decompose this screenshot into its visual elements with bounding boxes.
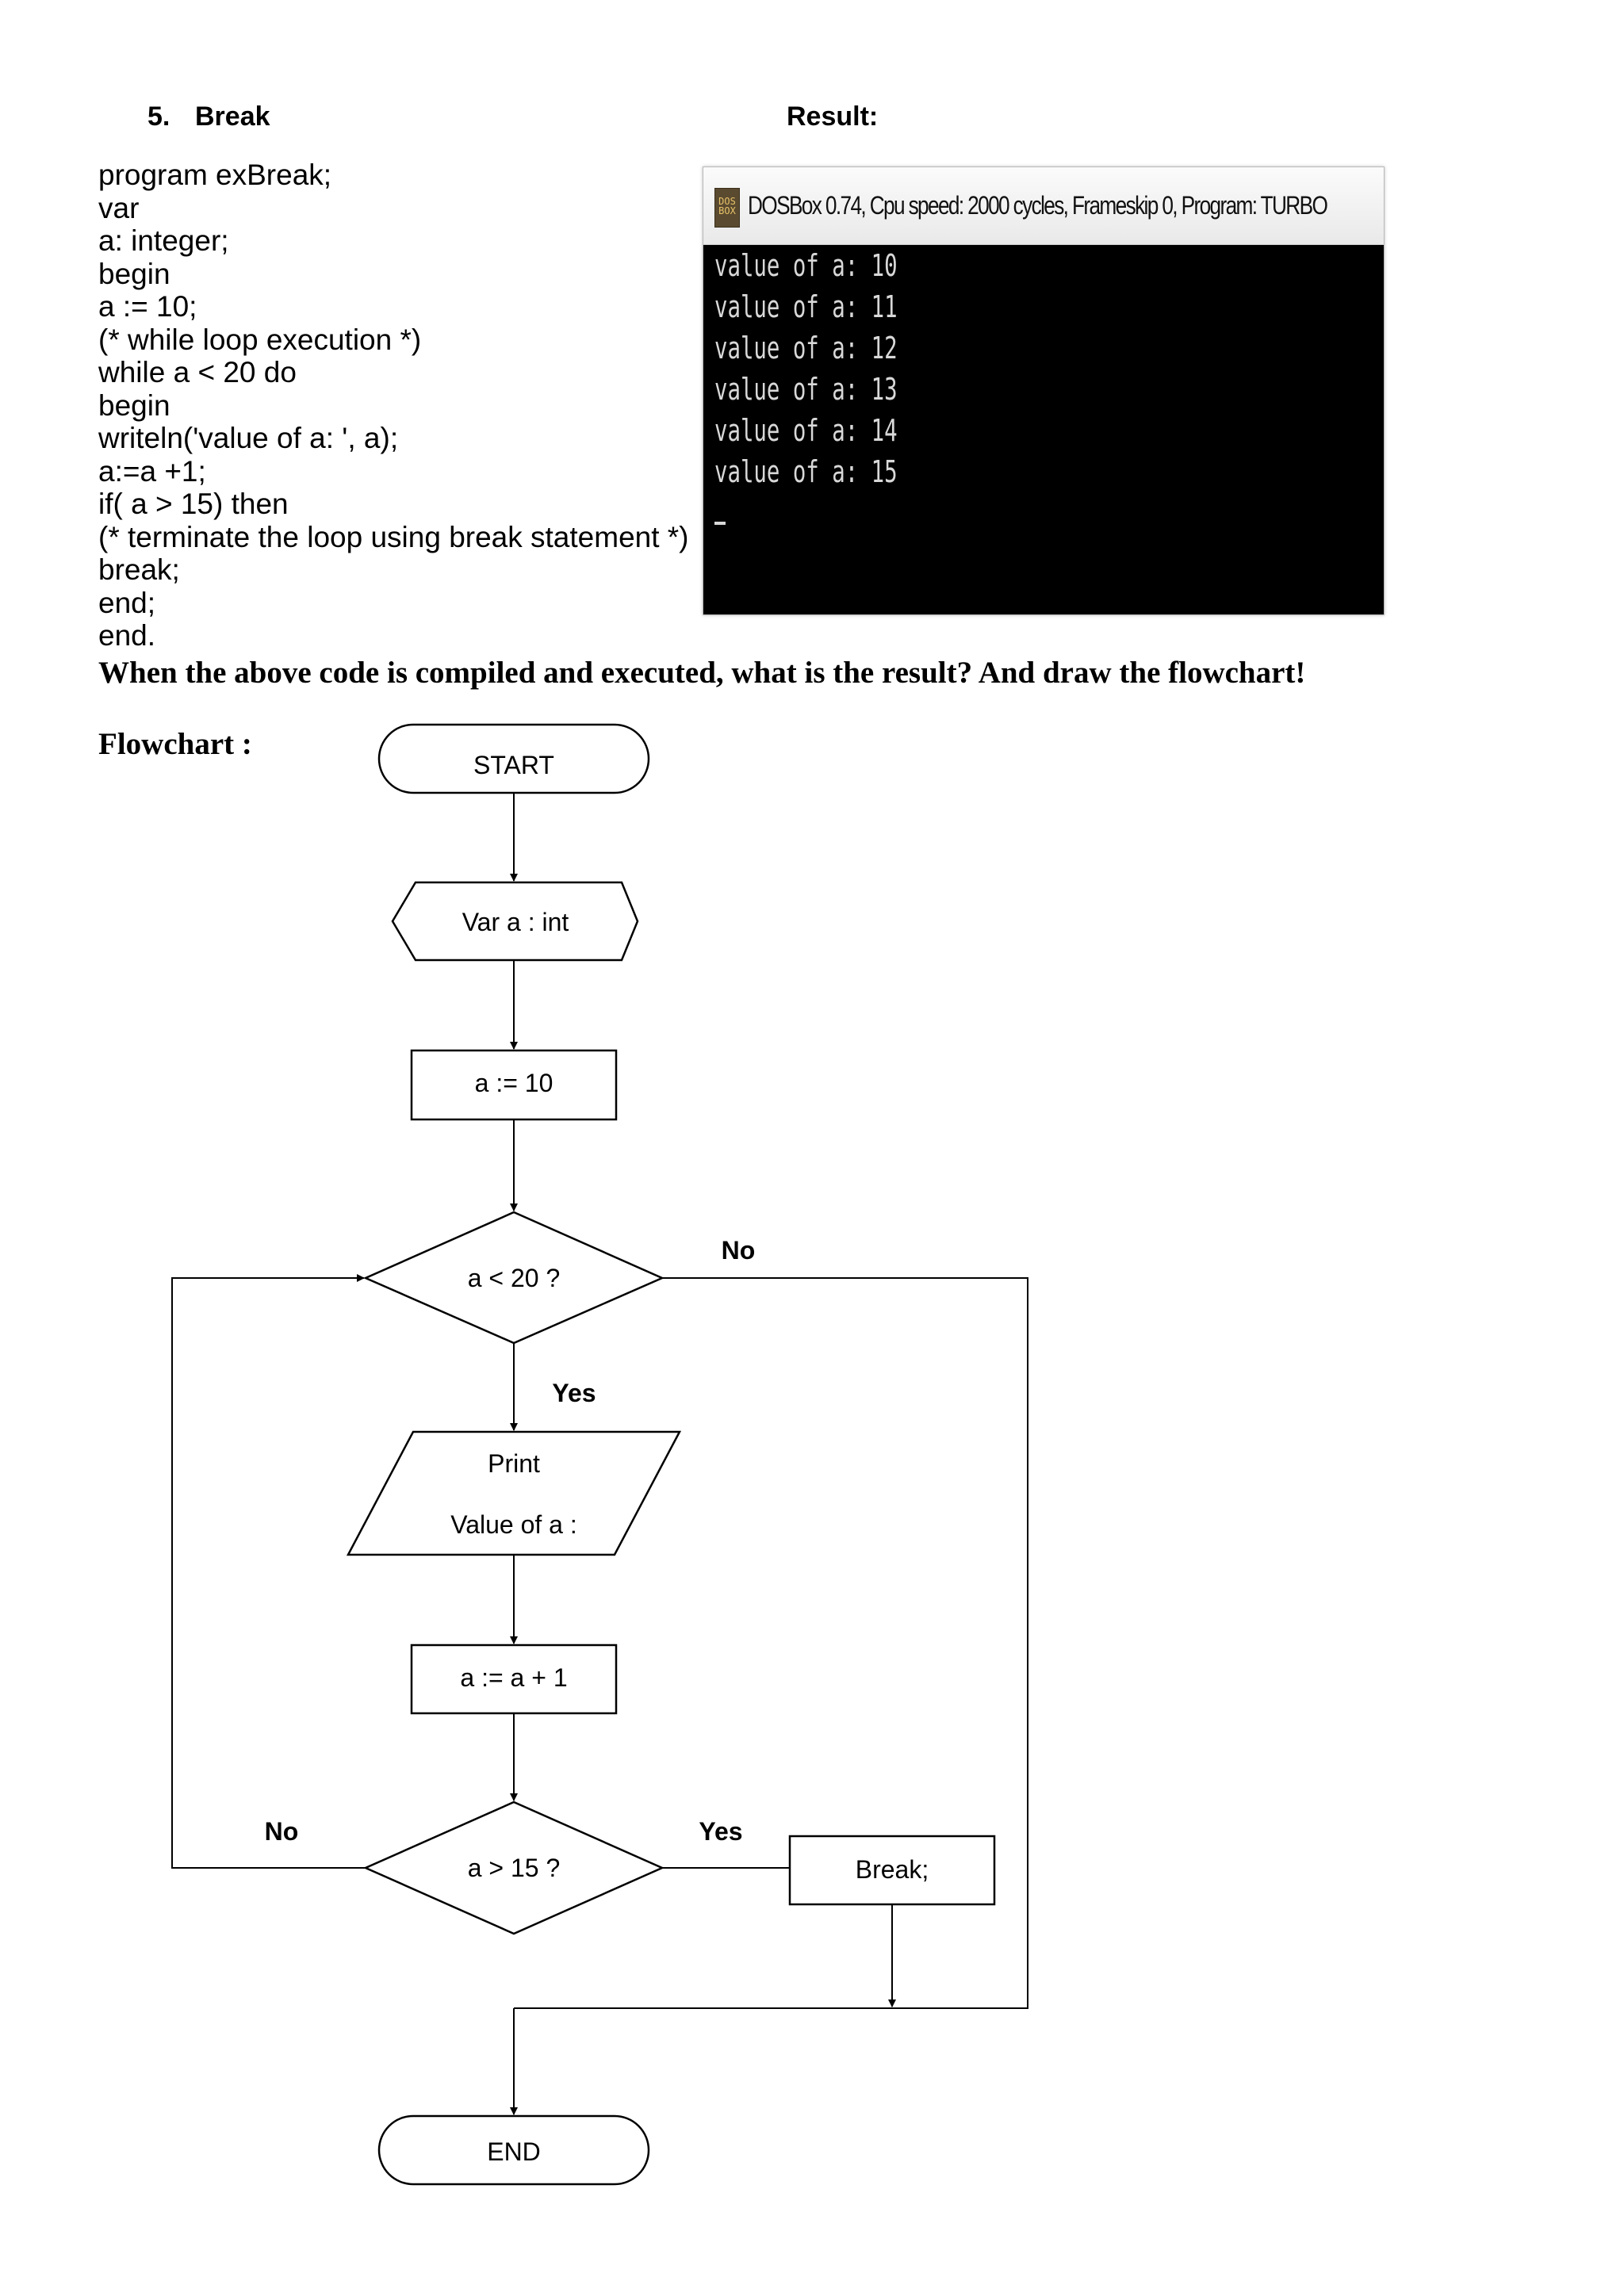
cond2-yes-label: Yes xyxy=(699,1817,742,1846)
section-number: 5. xyxy=(147,101,170,132)
end-terminator xyxy=(377,2114,650,2186)
declare-hexagon xyxy=(391,881,639,962)
output-line: value of a: 10 xyxy=(714,248,898,283)
dosbox-titlebar: DOS BOX DOSBox 0.74, Cpu speed: 2000 cyc… xyxy=(703,167,1384,245)
declare-label: Var a : int xyxy=(462,908,569,936)
cond1-label: a < 20 ? xyxy=(468,1264,561,1292)
output-line: value of a: 12 xyxy=(714,331,898,365)
output-line: value of a: 11 xyxy=(714,289,898,324)
dosbox-title: DOSBox 0.74, Cpu speed: 2000 cycles, Fra… xyxy=(748,191,1328,220)
code-line: program exBreak; xyxy=(98,159,332,191)
code-line: var xyxy=(98,191,140,224)
code-line: end. xyxy=(98,619,156,652)
code-line: writeln('value of a: ', a); xyxy=(98,422,399,454)
code-line: while a < 20 do xyxy=(98,356,297,388)
flowchart-heading: Flowchart : xyxy=(98,727,252,761)
section-title: Break xyxy=(195,101,270,132)
result-label: Result: xyxy=(787,101,879,132)
code-line: if( a > 15) then xyxy=(98,488,289,520)
code-line: break; xyxy=(98,553,180,586)
start-label: START xyxy=(473,751,554,779)
dosbox-logo-icon: DOS BOX xyxy=(714,188,740,228)
output-line: value of a: 14 xyxy=(714,413,898,448)
code-line: a := 10; xyxy=(98,290,197,323)
print-label-1: Print xyxy=(488,1449,540,1478)
code-listing: program exBreak; var a: integer; begin a… xyxy=(98,159,689,652)
question-text: When the above code is compiled and exec… xyxy=(98,656,1306,690)
output-line: value of a: 13 xyxy=(714,372,898,407)
text-cursor xyxy=(714,522,726,525)
code-line: end; xyxy=(98,586,156,619)
code-line: begin xyxy=(98,388,170,422)
code-line: a:=a +1; xyxy=(98,454,206,488)
cond1-no-label: No xyxy=(722,1236,756,1265)
code-line: begin xyxy=(98,257,170,290)
end-label: END xyxy=(487,2137,541,2166)
code-line: (* terminate the loop using break statem… xyxy=(98,520,689,553)
code-line: a: integer; xyxy=(98,224,229,257)
connectors xyxy=(171,793,1028,2115)
init-label: a := 10 xyxy=(475,1069,553,1097)
print-label-2: Value of a : xyxy=(450,1510,577,1539)
increment-label: a := a + 1 xyxy=(460,1663,567,1692)
break-label: Break; xyxy=(856,1855,929,1884)
output-line: value of a: 15 xyxy=(714,454,898,489)
code-line: (* while loop execution *) xyxy=(98,323,422,356)
dosbox-screen: value of a: 10 value of a: 11 value of a… xyxy=(703,245,1384,614)
cond2-label: a > 15 ? xyxy=(468,1854,561,1882)
cond1-yes-label: Yes xyxy=(552,1379,596,1407)
decision-a-gt-15 xyxy=(362,1800,665,1935)
dosbox-window: DOS BOX DOSBox 0.74, Cpu speed: 2000 cyc… xyxy=(703,166,1385,615)
cond2-no-label: No xyxy=(265,1817,299,1846)
print-parallelogram xyxy=(346,1430,682,1556)
